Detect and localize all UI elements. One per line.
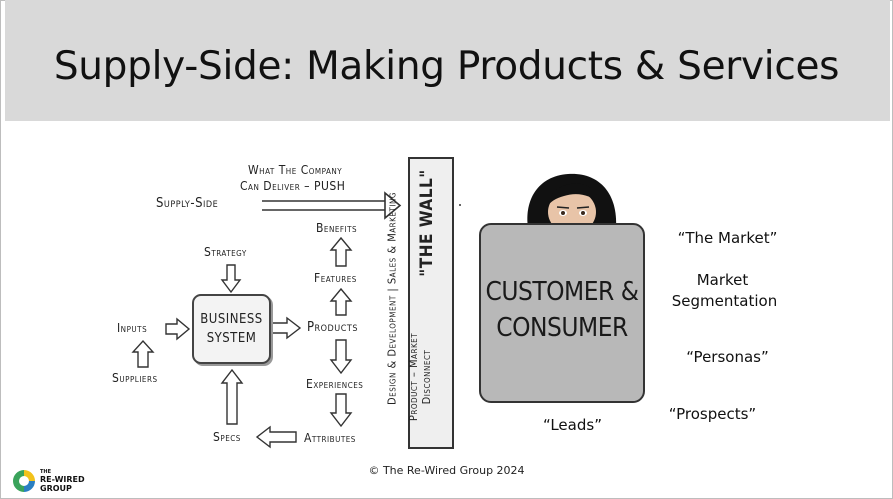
- disconnect-line2: Disconnect: [420, 349, 433, 405]
- rewired-logo: THE RE-WIRED GROUP: [11, 468, 101, 494]
- the-market-label: “The Market”: [677, 229, 778, 247]
- rewired-logo-icon: [13, 470, 35, 492]
- suppliers-label: Suppliers: [112, 371, 158, 385]
- specs-up-arrow: [220, 368, 244, 425]
- disconnect-label: Product – Market Disconnect: [407, 307, 433, 447]
- copyright-footer: © The Re-Wired Group 2024: [368, 464, 525, 477]
- customer-label-line2: Consumer: [496, 313, 628, 343]
- products-features-arrow: [329, 287, 353, 316]
- experiences-attributes-arrow: [329, 393, 353, 428]
- customer-consumer-box: Customer & Consumer: [479, 223, 645, 403]
- attributes-label: Attributes: [304, 431, 356, 445]
- leads-label: “Leads”: [543, 416, 602, 434]
- the-wall: "The Wall" Product – Market Disconnect: [407, 157, 454, 449]
- business-system-label: Business System: [200, 312, 263, 346]
- prospects-label: “Prospects”: [668, 405, 757, 423]
- title-bar: [5, 0, 890, 121]
- push-label-line2: Can Deliver – PUSH: [240, 179, 346, 193]
- experiences-label: Experiences: [306, 377, 364, 391]
- inputs-arrow: [165, 317, 191, 341]
- logo-line2: RE-WIRED: [40, 475, 85, 484]
- market-segmentation-line2: Segmentation: [671, 292, 778, 310]
- customer-label-line1: Customer &: [485, 277, 639, 307]
- market-segmentation-line1: Market: [696, 271, 749, 289]
- disconnect-line1: Product – Market: [407, 332, 420, 422]
- logo-line1: THE: [40, 469, 52, 475]
- logo-line3: GROUP: [40, 484, 72, 493]
- benefits-label: Benefits: [316, 221, 358, 235]
- push-label-line1: What The Company: [248, 163, 343, 177]
- features-label: Features: [314, 271, 357, 285]
- personas-label: “Personas”: [686, 348, 769, 366]
- slide-title: Supply-Side: Making Products & Services: [53, 44, 840, 89]
- business-system-box: Business System: [192, 294, 271, 364]
- inputs-label: Inputs: [117, 321, 148, 335]
- the-wall-label: "The Wall": [417, 169, 437, 277]
- push-arrow: [262, 191, 402, 220]
- supply-side-label: Supply-Side: [156, 196, 219, 211]
- strategy-arrow: [220, 264, 242, 294]
- design-sales-label: Design & Development | Sales & Marketing: [385, 192, 399, 405]
- business-products-arrow: [270, 316, 302, 340]
- specs-label: Specs: [213, 430, 241, 444]
- products-label: Products: [307, 320, 358, 335]
- features-benefits-arrow: [329, 236, 353, 267]
- products-experiences-arrow: [329, 339, 353, 375]
- attributes-specs-arrow: [255, 425, 297, 449]
- woman-peeking-image: [527, 173, 617, 228]
- dot-mark: [459, 204, 461, 206]
- strategy-label: Strategy: [204, 245, 247, 259]
- suppliers-arrow: [131, 339, 155, 368]
